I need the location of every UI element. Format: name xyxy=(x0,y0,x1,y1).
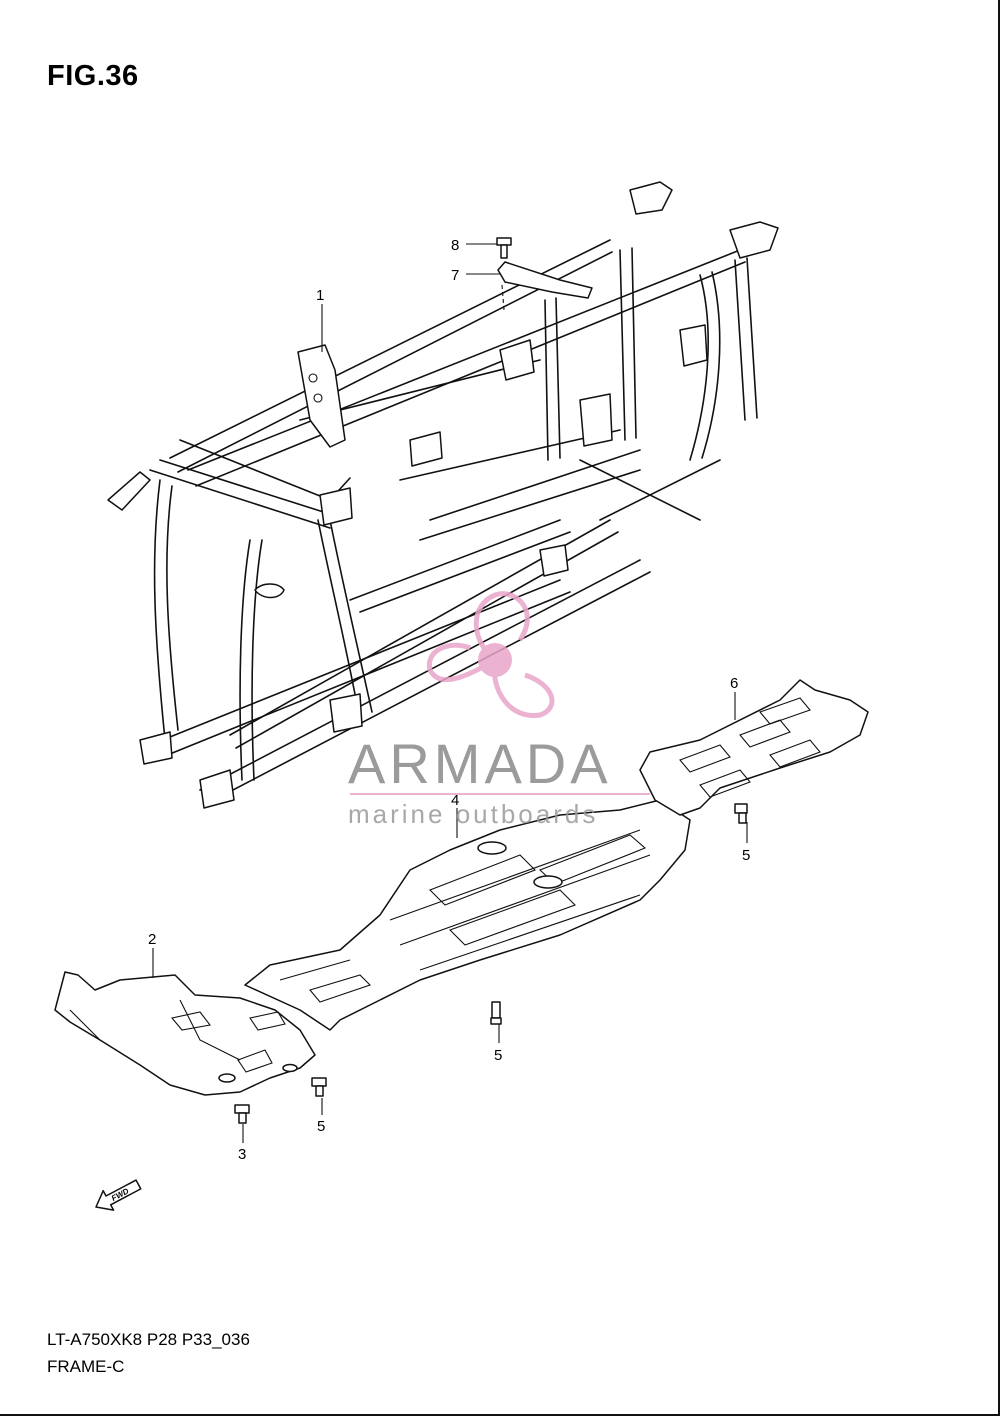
callout-3: 3 xyxy=(238,1146,246,1163)
bolt-part-5-center xyxy=(490,1001,502,1025)
skid-plate-part-4 xyxy=(244,799,691,1031)
leader-lines xyxy=(152,243,748,1143)
callout-6: 6 xyxy=(730,675,738,692)
bolt-part-8 xyxy=(496,237,512,259)
callout-1: 1 xyxy=(316,287,324,304)
callout-2: 2 xyxy=(148,931,156,948)
catalog-code: LT-A750XK8 P28 P33_036 xyxy=(47,1330,250,1349)
callout-4: 4 xyxy=(451,792,459,809)
catalog-section-name: FRAME-C xyxy=(47,1357,125,1376)
forward-direction-arrow: FWD xyxy=(95,1179,142,1211)
callout-5-front: 5 xyxy=(317,1118,325,1135)
skid-plate-part-6 xyxy=(639,679,869,816)
callout-7: 7 xyxy=(451,267,459,284)
callout-5-rear: 5 xyxy=(742,847,750,864)
armada-watermark: ARMADA marine outboards xyxy=(348,591,650,829)
propeller-logo-icon xyxy=(426,591,555,718)
skid-plate-part-2 xyxy=(54,971,316,1096)
bracket-part-7 xyxy=(497,261,593,311)
bolt-part-5-rear xyxy=(734,803,748,824)
callout-8: 8 xyxy=(451,237,459,254)
main-frame-part xyxy=(107,181,779,809)
callout-5-center: 5 xyxy=(494,1047,502,1064)
watermark-tagline: marine outboards xyxy=(348,799,598,829)
figure-title: FIG.36 xyxy=(47,60,139,92)
watermark-brand: ARMADA xyxy=(348,732,612,795)
bolt-part-5-front xyxy=(311,1077,327,1097)
bolt-part-3 xyxy=(234,1104,250,1124)
